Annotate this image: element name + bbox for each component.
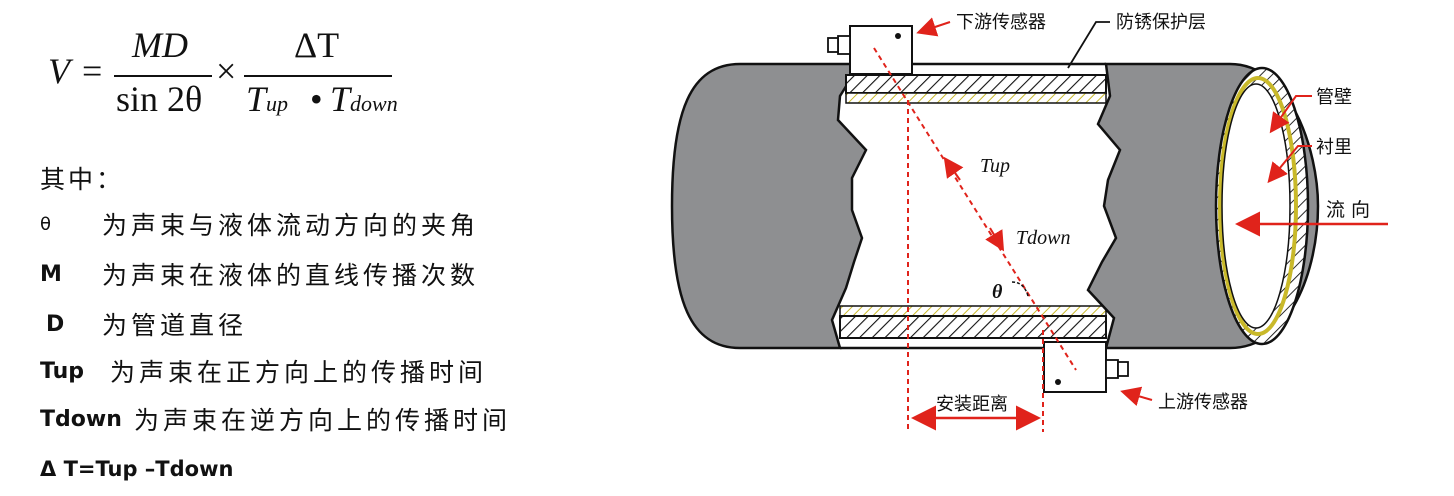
- definition-tup: Tup 为声束在正方向上的传播时间: [40, 351, 487, 391]
- formula-times: ×: [216, 51, 237, 91]
- downstream-sensor-leader: [916, 17, 951, 37]
- label-tdown: Tdown: [1016, 227, 1070, 249]
- definition-text: 为声束在液体的直线传播次数: [102, 261, 480, 290]
- sound-beam-path: [873, 47, 1077, 371]
- formula-den2-dot: •: [310, 79, 323, 119]
- theta-arc: [1011, 281, 1029, 297]
- pipe-end-lining-ring: [1218, 76, 1298, 336]
- formula-numerator-1: MD: [132, 25, 188, 65]
- pipe-wall-bottom: [839, 315, 1107, 339]
- pipe-wall-top: [845, 74, 1107, 94]
- formula-denominator-1: sin 2θ: [116, 79, 203, 119]
- flow-formula: V = MD sin 2θ × ΔT Tup • Tdown: [48, 22, 428, 132]
- lining-leader: [1267, 145, 1312, 184]
- formula-den2-t-down: Tdown: [330, 79, 398, 119]
- fraction-bar-2: [244, 75, 392, 77]
- tup-arrow: [943, 156, 964, 181]
- label-upstream-sensor: 上游传感器: [1158, 392, 1248, 413]
- label-rust-layer: 防锈保护层: [1116, 12, 1206, 33]
- label-install-distance: 安装距离: [936, 394, 1008, 415]
- rust-layer-leader: [1067, 21, 1110, 69]
- symbol-d: D: [46, 311, 65, 337]
- definition-text: 为声束在逆方向上的传播时间: [134, 406, 512, 435]
- pipe-wall-leader: [1269, 95, 1312, 134]
- upstream-sensor-leader: [1120, 386, 1153, 407]
- label-tup: Tup: [980, 155, 1010, 177]
- fraction-bar-1: [114, 75, 212, 77]
- label-lining: 衬里: [1316, 137, 1352, 158]
- label-theta: θ: [992, 281, 1003, 303]
- pipe-end-inner: [1221, 83, 1291, 329]
- label-flow-direction: 流 向: [1326, 199, 1370, 221]
- intro-label: 其中：: [40, 165, 125, 194]
- definition-d: D 为管道直径: [40, 304, 247, 344]
- symbol-theta: θ: [40, 213, 52, 235]
- pipe-left-end: [670, 62, 868, 350]
- symbol-tup: Tup: [40, 358, 84, 384]
- definition-text: 为管道直径: [102, 311, 248, 340]
- formula-den2-t-up: Tup: [246, 79, 289, 119]
- formula-lhs: V: [48, 51, 70, 91]
- delta-formula: Δ T=Tup –Tdown: [40, 457, 234, 481]
- symbol-m: M: [40, 261, 62, 287]
- downstream-sensor: [827, 25, 913, 75]
- definition-theta: θ 为声束与液体流动方向的夹角: [40, 204, 479, 244]
- delta-formula-row: Δ T=Tup –Tdown: [40, 449, 233, 489]
- symbol-tdown: Tdown: [40, 406, 122, 432]
- lining-top: [845, 92, 1107, 104]
- sub-up: up: [266, 91, 289, 116]
- sub-down: down: [350, 91, 398, 116]
- formula-equals: =: [82, 51, 103, 91]
- definition-m: M 为声束在液体的直线传播次数: [40, 254, 479, 294]
- formula-numerator-2: ΔT: [294, 25, 340, 65]
- definition-text: 为声束在正方向上的传播时间: [110, 358, 488, 387]
- lining-bottom: [839, 305, 1107, 317]
- label-pipe-wall: 管壁: [1316, 87, 1352, 108]
- tdown-arrow: [985, 227, 1005, 252]
- label-downstream-sensor: 下游传感器: [956, 12, 1046, 33]
- upstream-sensor: [1043, 341, 1129, 393]
- definition-text: 为声束与液体流动方向的夹角: [102, 211, 480, 240]
- definition-tdown: Tdown 为声束在逆方向上的传播时间: [40, 399, 511, 439]
